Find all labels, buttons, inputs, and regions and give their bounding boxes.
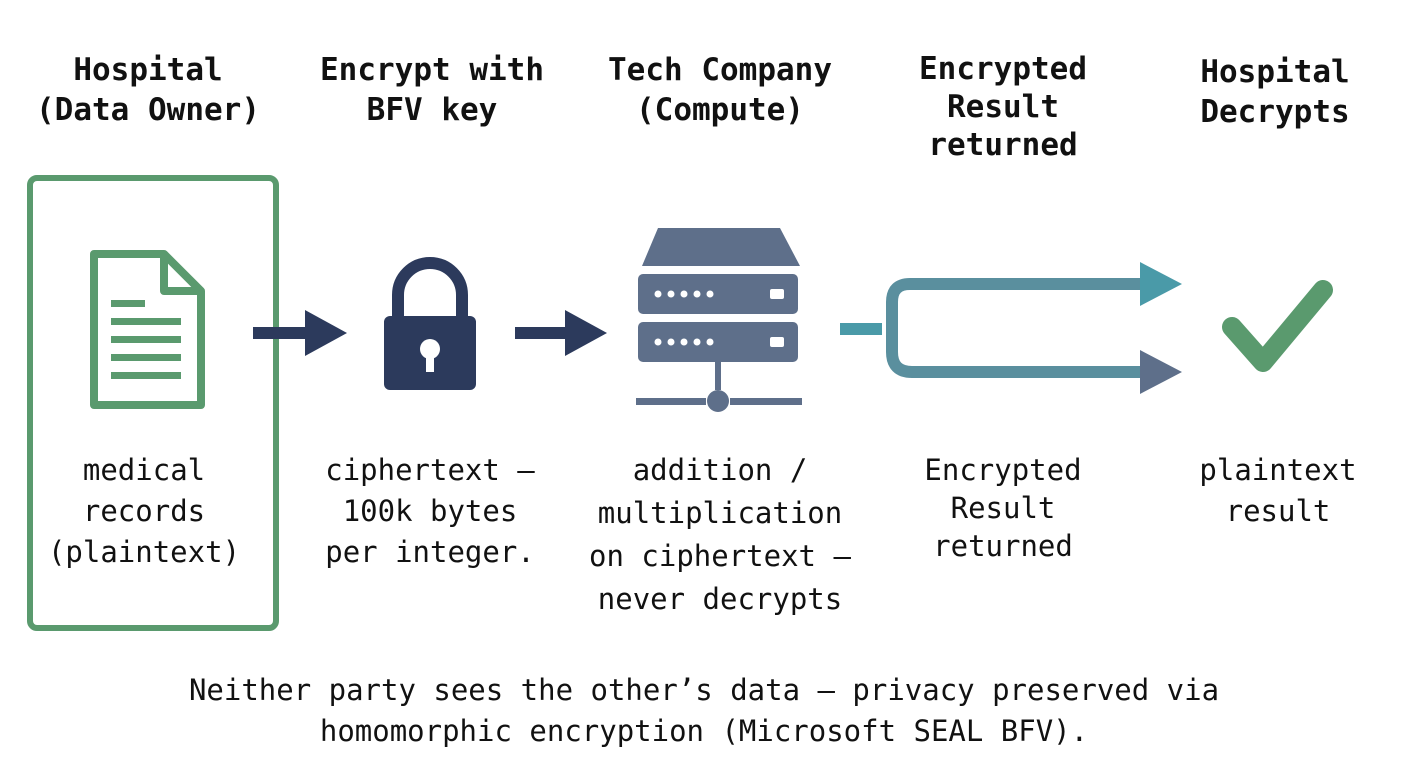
document-icon (90, 250, 205, 409)
step-heading-hospital-decrypts: Hospital Decrypts (1200, 54, 1350, 130)
step-description-hospital-decrypts: plaintext result (1199, 453, 1357, 528)
checkmark-icon (1222, 280, 1333, 372)
split-arrow-icon (840, 262, 1182, 394)
arrow-encrypt-to-compute (515, 310, 607, 356)
step-description-tech-company: addition / multiplication on ciphertext … (589, 453, 851, 616)
data-owner-box (27, 175, 279, 631)
server-icon (636, 228, 802, 412)
step-description-encrypted-result: Encrypted Result returned (924, 453, 1082, 563)
step-heading-hospital: Hospital (Data Owner) (36, 52, 260, 128)
padlock-icon (384, 257, 476, 390)
step-description-hospital: medical records (plaintext) (47, 453, 241, 569)
step-description-encrypt: ciphertext – 100k bytes per integer. (325, 453, 535, 569)
diagram-caption: Neither party sees the other’s data – pr… (188, 673, 1220, 748)
step-heading-encrypt: Encrypt with BFV key (320, 52, 544, 128)
step-heading-tech-company: Tech Company (Compute) (608, 52, 832, 128)
arrow-owner-to-encrypt (253, 310, 347, 356)
step-heading-encrypted-result: Encrypted Result returned (919, 51, 1087, 163)
